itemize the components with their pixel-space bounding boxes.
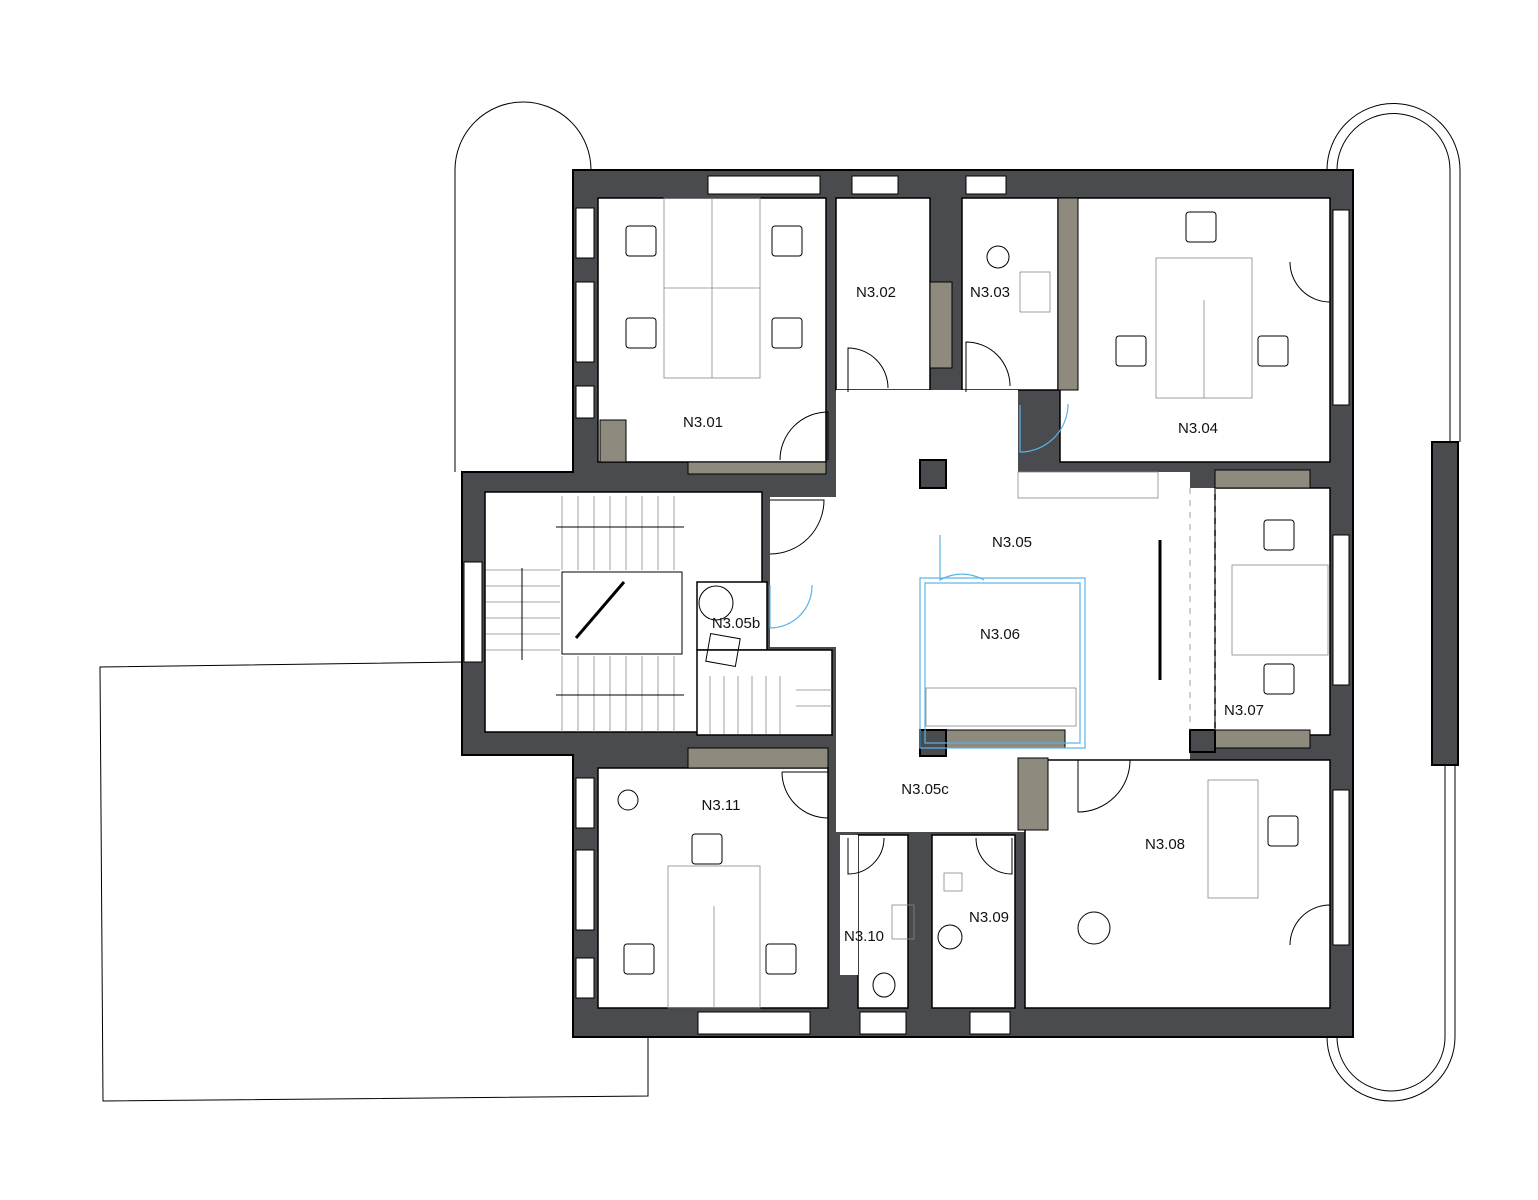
room-label-n311: N3.11 (702, 797, 741, 814)
terrace-outline (99, 661, 649, 1102)
balcony-top-right (1326, 103, 1461, 442)
room-label-n310: N3.10 (844, 928, 884, 945)
room-label-n308: N3.08 (1145, 836, 1185, 853)
room-label-n305b: N3.05b (712, 615, 760, 632)
balcony-left (454, 101, 592, 472)
room-labels: N3.01 N3.02 N3.03 N3.04 N3.05 N3.05b N3.… (683, 284, 1264, 945)
balcony-railing (1431, 441, 1459, 766)
room-label-n304: N3.04 (1178, 420, 1218, 437)
room-label-n307: N3.07 (1224, 702, 1264, 719)
furniture (617, 197, 1329, 1009)
windows (463, 175, 1350, 1035)
room-label-n302: N3.02 (856, 284, 896, 301)
room-label-n301: N3.01 (683, 414, 723, 431)
room-label-n306: N3.06 (980, 626, 1020, 643)
rooms (484, 197, 1331, 1009)
glass-partition (919, 577, 1086, 749)
staircase (486, 496, 832, 734)
room-label-n303: N3.03 (970, 284, 1010, 301)
room-label-n305c: N3.05c (901, 781, 949, 798)
room-label-n305: N3.05 (992, 534, 1032, 551)
room-label-n309: N3.09 (969, 909, 1009, 926)
balcony-bottom-right (1326, 765, 1456, 1102)
